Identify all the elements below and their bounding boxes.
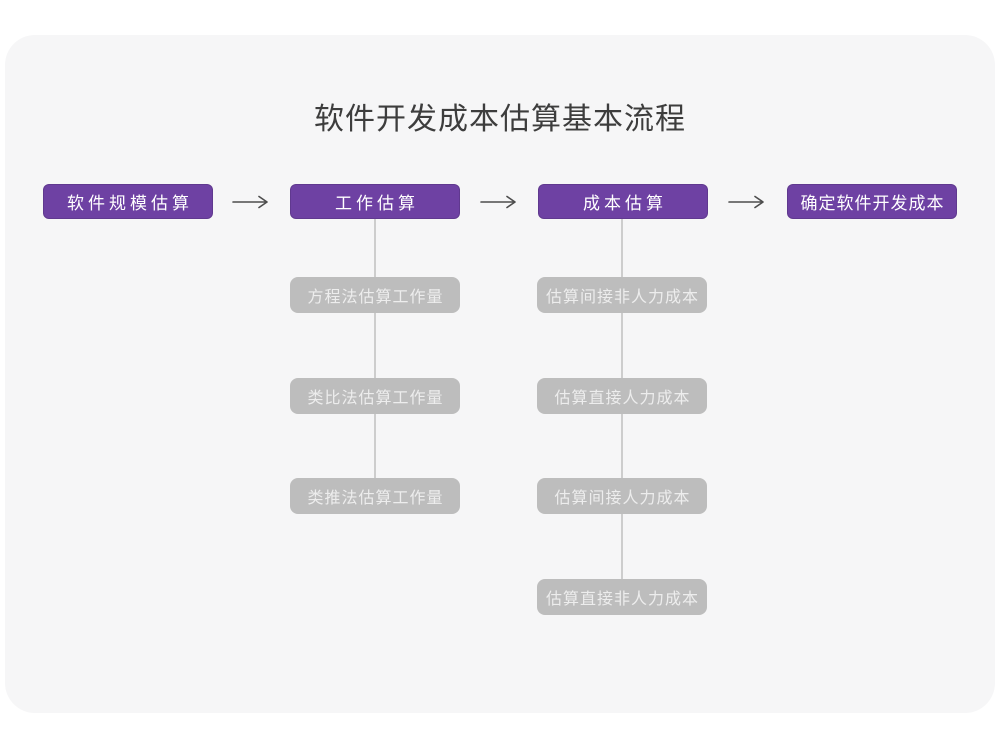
flow-node-determine-development-cost: 确定软件开发成本 [787, 184, 957, 219]
flow-node-software-scale-estimation: 软件规模估算 [43, 184, 213, 219]
sub-node-analogy-method: 类比法估算工作量 [290, 378, 460, 414]
sub-node-indirect-nonlabor-cost: 估算间接非人力成本 [537, 277, 707, 313]
sub-node-direct-labor-cost: 估算直接人力成本 [537, 378, 707, 414]
right-arrow-icon [479, 193, 519, 211]
flow-node-cost-estimation: 成本估算 [538, 184, 708, 219]
right-arrow-icon [231, 193, 271, 211]
sub-node-extrapolation-method: 类推法估算工作量 [290, 478, 460, 514]
flow-node-work-estimation: 工作估算 [290, 184, 460, 219]
diagram-title: 软件开发成本估算基本流程 [314, 103, 686, 136]
diagram-card [5, 35, 995, 713]
sub-node-equation-method: 方程法估算工作量 [290, 277, 460, 313]
sub-node-direct-nonlabor-cost: 估算直接非人力成本 [537, 579, 707, 615]
right-arrow-icon [727, 193, 767, 211]
connector-line-work-estimation [374, 219, 376, 494]
sub-node-indirect-labor-cost: 估算间接人力成本 [537, 478, 707, 514]
